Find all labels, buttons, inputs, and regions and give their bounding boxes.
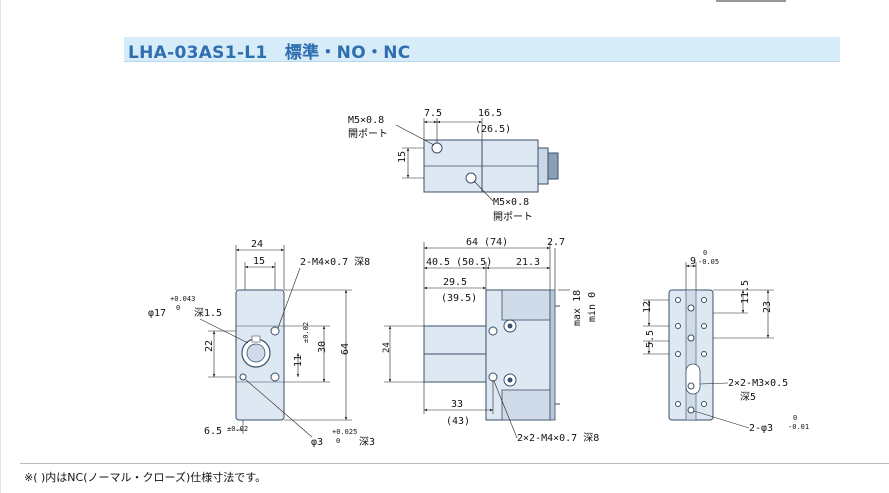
left-bore-depth: 深1.5	[194, 307, 222, 319]
left-edge-rule	[0, 0, 1, 493]
right-hole-10	[675, 401, 681, 407]
front-stroke-max: max 18	[572, 290, 583, 326]
left-dim-inner-width: 15	[253, 256, 265, 267]
title-bar: LHA-03AS1-L1 標準・NO・NC	[124, 37, 840, 63]
left-dim-width: 24	[251, 239, 263, 250]
right-hole-5	[701, 323, 707, 329]
front-dim-29-5: 29.5	[443, 277, 467, 288]
footnote-divider	[20, 463, 889, 464]
front-jaw-upper	[423, 325, 489, 355]
top-dim-height: 15	[397, 151, 408, 163]
right-slot	[685, 363, 701, 395]
right-dim-9: 9	[690, 256, 696, 267]
right-hole-8	[701, 351, 707, 357]
top-port1-label: 開ポート	[348, 128, 388, 140]
left-dim-22: 22	[204, 340, 215, 352]
top-dim-offset: 7.5	[424, 108, 442, 119]
left-tap-spec: 2-M4×0.7 深8	[300, 256, 370, 268]
front-dim-40-5: 40.5 (50.5)	[426, 257, 492, 268]
right-hole-12	[687, 406, 695, 414]
right-tap-spec: 2×2-M3×0.5	[728, 378, 788, 389]
top-port2-label: 開ポート	[493, 211, 533, 223]
front-tap-1	[488, 326, 498, 336]
right-hole-2	[701, 297, 707, 303]
front-end-cap	[549, 289, 556, 421]
front-dim-33: 33	[451, 399, 463, 410]
left-pin-tol-minus: 0	[336, 437, 340, 445]
front-dim-39-5: (39.5)	[441, 293, 477, 304]
left-dim-11: 11	[293, 355, 304, 367]
left-view: 24 15 64 30 11 ±0.02 22 φ17 +0.043 0 深1.…	[148, 239, 375, 448]
right-dim-12: 12	[642, 301, 653, 313]
left-bore-tol-minus: 0	[176, 304, 180, 312]
right-hole-7	[675, 351, 681, 357]
right-hole-1	[675, 297, 681, 303]
front-dim-2-7: 2.7	[547, 237, 565, 248]
right-dim-9-tol-minus: -0.05	[698, 258, 719, 266]
right-pin-tol-minus: -0.01	[788, 423, 809, 431]
top-divider	[716, 0, 786, 2]
top-port2-size: M5×0.8	[493, 197, 529, 208]
top-dim-len-nc: (26.5)	[475, 124, 511, 135]
top-view: 7.5 16.5 (26.5) 15 M5×0.8 開ポート M5×0.8 開ポ…	[348, 108, 559, 223]
left-pin-dia: φ3	[311, 437, 323, 448]
front-dim-24: 24	[382, 342, 392, 353]
front-dim-21-3: 21.3	[516, 257, 540, 268]
right-pin-spec: 2-φ3	[749, 423, 773, 434]
right-view: 9 0 -0.05 11.5 23 12 5.5 2×2-M3×0.5 深5 2…	[642, 249, 809, 434]
right-hole-4	[675, 323, 681, 329]
top-port-2	[465, 172, 477, 184]
left-dim-64: 64	[340, 343, 351, 355]
left-bore-tol-plus: +0.043	[170, 295, 195, 303]
right-dim-5-5: 5.5	[645, 330, 656, 348]
left-dim-30: 30	[317, 341, 328, 353]
front-dim-43: (43)	[446, 416, 470, 427]
top-view-fitting	[547, 152, 559, 180]
left-tap-1	[270, 326, 280, 336]
left-bore-dia: φ17	[148, 308, 166, 319]
left-dim-6-5-tol: ±0.02	[227, 425, 248, 433]
left-dim-6-5: 6.5	[204, 426, 222, 437]
right-tap-depth: 深5	[740, 391, 756, 403]
front-stroke-min: min 0	[587, 292, 598, 322]
front-tap-2	[488, 372, 498, 382]
left-pin-depth: 深3	[359, 436, 375, 448]
right-dim-11-5: 11.5	[740, 280, 751, 304]
top-port1-size: M5×0.8	[348, 115, 384, 126]
front-view: 64 (74) 2.7 40.5 (50.5) 21.3 29.5 (39.5)…	[382, 237, 599, 444]
right-hole-11	[701, 401, 707, 407]
right-hole-3	[687, 304, 695, 312]
front-tap-spec: 2×2-M4×0.7 深8	[517, 432, 599, 444]
right-pin-tol-plus: 0	[793, 414, 797, 422]
page-title: LHA-03AS1-L1 標準・NO・NC	[128, 43, 411, 63]
footnote: ※( )内はNC(ノーマル・クローズ)仕様寸法です。	[24, 471, 267, 484]
top-dim-len: 16.5	[478, 108, 502, 119]
front-dim-total: 64 (74)	[466, 237, 508, 248]
right-hole-9	[687, 382, 695, 390]
left-pin-hole	[239, 373, 247, 381]
top-view-cap	[537, 147, 549, 185]
right-dim-9-tol-plus: 0	[703, 249, 707, 257]
left-pin-tol-plus: +0.025	[332, 428, 357, 436]
left-tap-2	[270, 372, 280, 382]
right-hole-6	[687, 334, 695, 342]
front-jaw-lower	[423, 353, 489, 383]
left-dim-11-tol: ±0.02	[302, 322, 310, 343]
right-dim-23: 23	[762, 301, 773, 313]
